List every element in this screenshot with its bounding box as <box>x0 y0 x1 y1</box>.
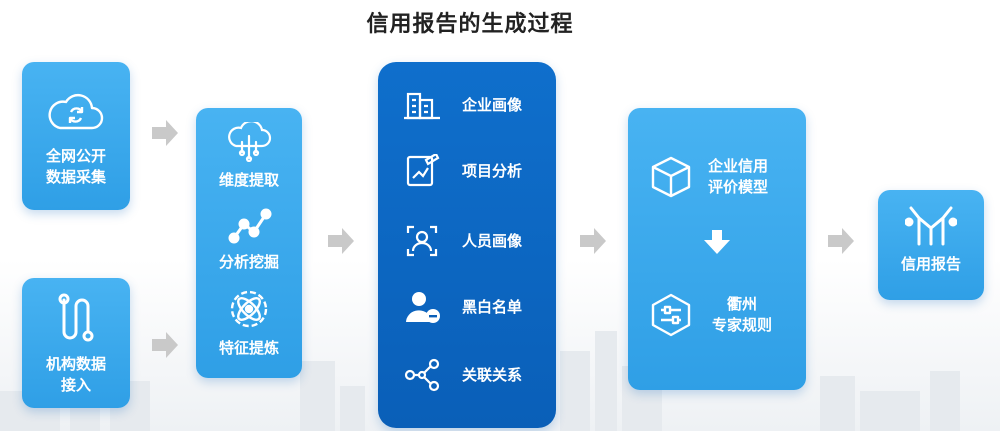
people-network-icon <box>905 206 957 246</box>
user-minus-icon <box>406 292 440 323</box>
diagram-title: 信用报告的生成过程 <box>366 12 574 37</box>
arrow-right-icon <box>152 120 178 146</box>
process-label-2: 分析挖掘 <box>218 253 279 271</box>
process-label-3: 特征提炼 <box>218 339 279 357</box>
profile-label-2: 项目分析 <box>462 161 523 180</box>
source-web-box: 全网公开 数据采集 <box>22 62 130 210</box>
profile-label-5: 关联关系 <box>462 365 523 384</box>
arrow-right-icon <box>828 228 854 254</box>
source-web-label: 全网公开 数据采集 <box>45 147 106 186</box>
source-org-label: 机构数据 接入 <box>45 355 106 394</box>
atom-gear-icon <box>230 290 268 328</box>
share-nodes-icon <box>404 358 440 392</box>
output-box: 信用报告 <box>878 190 984 300</box>
model-rules-label: 衢州 专家规则 <box>712 295 773 334</box>
cloud-sync-icon <box>48 93 104 130</box>
document-edit-icon <box>406 154 440 187</box>
profile-label-1: 企业画像 <box>462 95 523 114</box>
face-scan-icon <box>406 225 438 257</box>
model-box: 企业信用 评价模型 衢州 专家规则 <box>628 108 806 390</box>
building-icon <box>404 92 440 120</box>
arrow-down-icon <box>704 230 730 254</box>
trend-nodes-icon <box>228 208 272 244</box>
cloud-tree-icon <box>228 122 272 162</box>
process-label-1: 维度提取 <box>218 171 279 189</box>
model-credit-label: 企业信用 评价模型 <box>708 157 769 196</box>
profiles-box: 企业画像 项目分析 人员画像 黑白名单 关联关系 <box>378 62 556 428</box>
output-label: 信用报告 <box>900 255 961 273</box>
profile-label-4: 黑白名单 <box>462 297 523 316</box>
process-box: 维度提取 分析挖掘 特征提炼 <box>196 108 302 378</box>
cube-icon <box>651 156 691 198</box>
control-panel-icon <box>651 293 691 337</box>
source-org-box: 机构数据 接入 <box>22 278 130 408</box>
arrow-right-icon <box>328 228 354 254</box>
profile-label-3: 人员画像 <box>462 231 523 250</box>
data-path-icon <box>58 293 94 342</box>
arrow-right-icon <box>152 332 178 358</box>
arrow-right-icon <box>580 228 606 254</box>
